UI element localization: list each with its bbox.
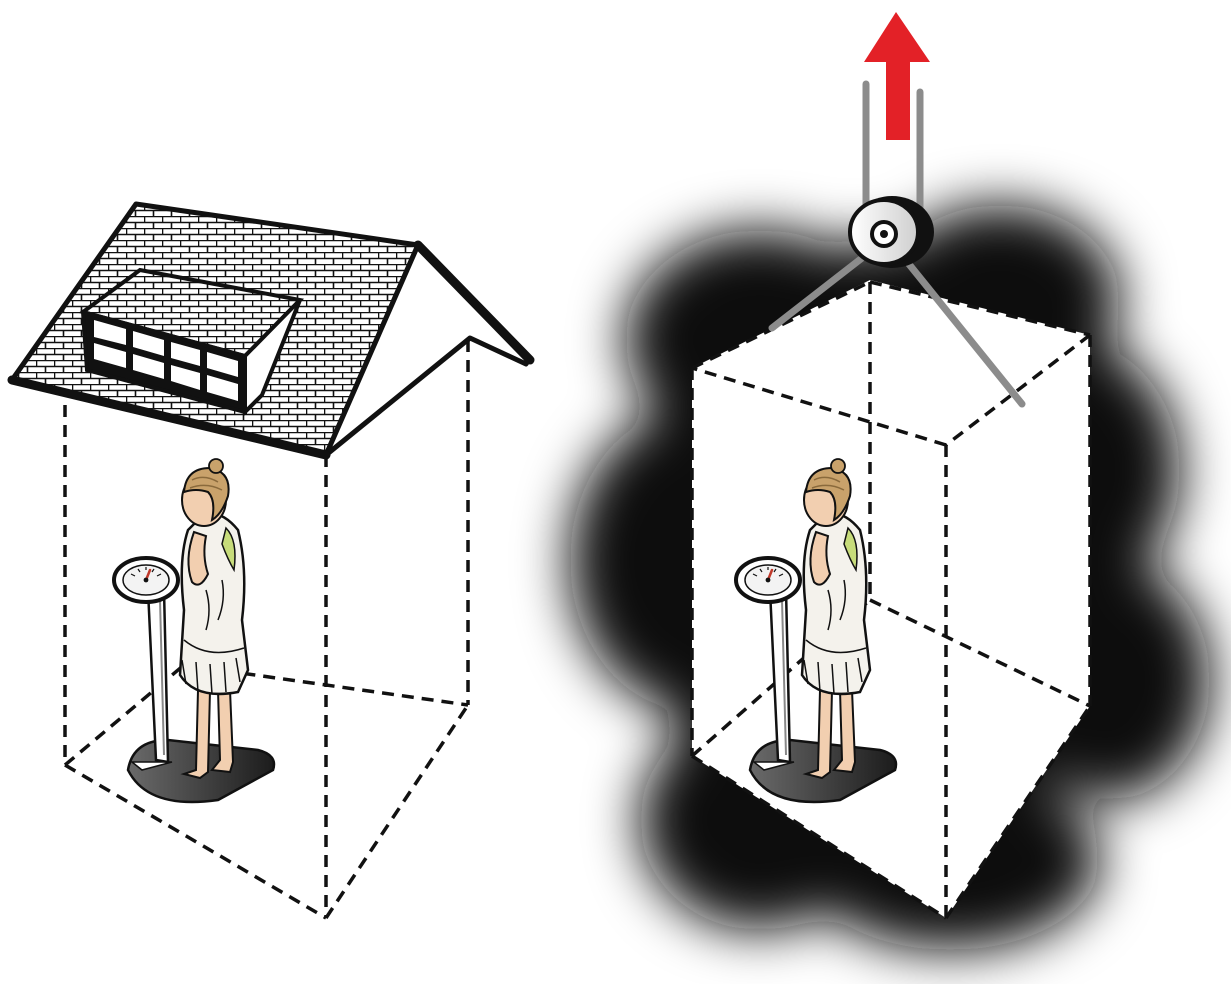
pulley-icon [850, 196, 934, 268]
person-icon [114, 459, 274, 802]
house-panel [12, 204, 530, 918]
elevator-panel [570, 12, 1210, 950]
roof [12, 204, 530, 455]
